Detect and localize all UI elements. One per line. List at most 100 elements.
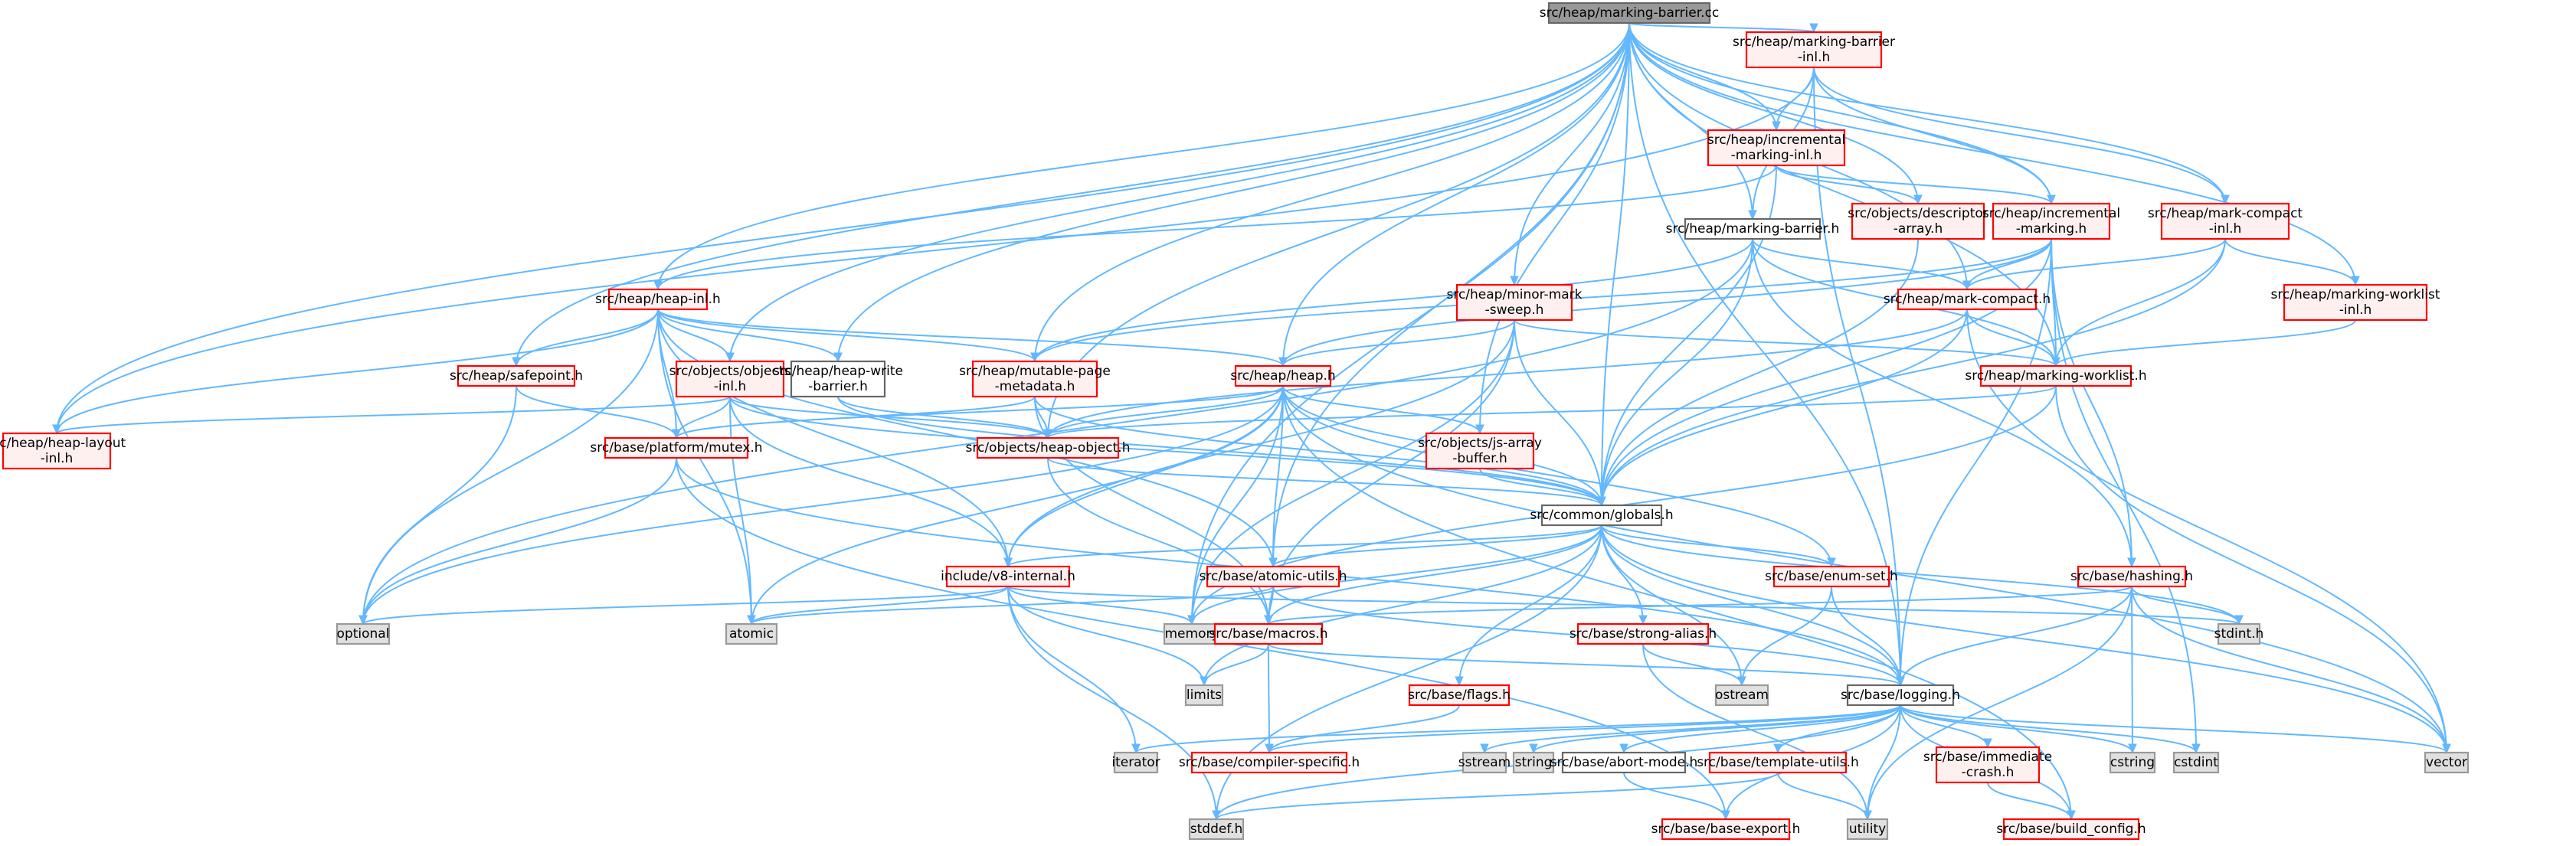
node-label: ostream: [1715, 688, 1769, 703]
node-mc-h[interactable]: src/heap/mark-compact.h: [1884, 288, 2051, 311]
node-mb-inl[interactable]: src/heap/marking-barrier-inl.h: [1733, 31, 1895, 69]
node-box: [1576, 622, 1710, 645]
edge-logging-to-string: [1533, 704, 1901, 753]
edge-minor-ms-to-v8-internal: [1007, 319, 1515, 567]
node-logging[interactable]: src/base/logging.h: [1841, 684, 1960, 707]
node-label: limits: [1187, 688, 1222, 703]
edge-arrowhead: [1896, 676, 1905, 687]
node-v8-internal[interactable]: include/v8-internal.h: [941, 565, 1075, 588]
edge-hashing-to-macros: [1268, 586, 2132, 625]
node-enum-set[interactable]: src/base/enum-set.h: [1765, 565, 1898, 588]
node-cstring[interactable]: cstring: [2109, 751, 2156, 774]
edge-globals-to-atomic-utils: [1272, 524, 1602, 567]
edge-arrowhead: [1480, 743, 1489, 754]
node-label: src/heap/marking-worklist: [2270, 287, 2440, 302]
node-atomic[interactable]: atomic: [725, 622, 778, 645]
node-label: src/heap/minor-mark: [1446, 287, 1582, 302]
edge-globals-to-macros: [1268, 524, 1602, 625]
node-stdint[interactable]: stdint.h: [2214, 622, 2264, 645]
edge-safepoint-to-optional: [362, 385, 517, 625]
node-inc-inl[interactable]: src/heap/incremental-marking-inl.h: [1707, 129, 1845, 167]
node-immediate-crash[interactable]: src/base/immediate-crash.h: [1923, 746, 2052, 784]
edge-arrowhead: [1278, 357, 1288, 367]
node-js-arr[interactable]: src/objects/js-array-buffer.h: [1418, 432, 1542, 470]
node-atomic-utils[interactable]: src/base/atomic-utils.h: [1200, 565, 1347, 588]
node-label: -sweep.h: [1485, 302, 1544, 318]
edge-arrowhead: [1748, 210, 1757, 220]
edge-write-barrier-to-heap-obj: [837, 396, 1049, 439]
node-box: [1708, 751, 1848, 774]
node-safepoint[interactable]: src/heap/safepoint.h: [450, 364, 583, 387]
node-write-barrier[interactable]: src/heap/heap-write-barrier.h: [773, 360, 903, 398]
node-heap-inl[interactable]: src/heap/heap-inl.h: [595, 288, 721, 311]
edge-hashing-to-stdint: [2131, 586, 2240, 625]
node-heap-obj[interactable]: src/objects/heap-object.h: [966, 436, 1131, 459]
edge-atomic-utils-to-atomic: [751, 586, 1274, 625]
node-limits[interactable]: limits: [1184, 684, 1224, 707]
edge-arrowhead: [1773, 743, 1782, 754]
node-sstream[interactable]: sstream: [1458, 751, 1511, 774]
edge-logging-to-utility: [1867, 704, 1901, 820]
node-flags[interactable]: src/base/flags.h: [1408, 684, 1511, 707]
edge-logging-to-immediate-crash: [1900, 704, 1988, 748]
node-iterator[interactable]: iterator: [1111, 751, 1160, 774]
node-cstdint[interactable]: cstdint: [2172, 751, 2220, 774]
node-mc-inl[interactable]: src/heap/mark-compact-inl.h: [2148, 202, 2303, 240]
node-mutable-page[interactable]: src/heap/mutable-page-metadata.h: [959, 360, 1111, 398]
node-mwl-h[interactable]: src/heap/marking-worklist.h: [1965, 364, 2147, 387]
node-box: [1661, 818, 1791, 841]
node-optional[interactable]: optional: [336, 622, 391, 645]
node-stddef[interactable]: stddef.h: [1188, 818, 1245, 841]
node-globals[interactable]: src/common/globals.h: [1530, 504, 1674, 527]
node-abort-mode[interactable]: src/base/abort-mode.h: [1550, 751, 1698, 774]
node-macros[interactable]: src/base/macros.h: [1209, 622, 1328, 645]
node-ostream[interactable]: ostream: [1714, 684, 1769, 707]
edge-arrowhead: [1003, 557, 1013, 568]
node-compiler-spec[interactable]: src/base/compiler-specific.h: [1179, 751, 1360, 774]
node-heap-layout[interactable]: src/heap/heap-layout-inl.h: [0, 432, 126, 470]
node-string[interactable]: string: [1512, 751, 1555, 774]
edge-mc-inl-to-mwl-h: [2055, 238, 2226, 367]
node-root[interactable]: src/heap/marking-barrier.cc: [1540, 2, 1720, 24]
node-base-export[interactable]: src/base/base-export.h: [1651, 818, 1801, 841]
node-mutex[interactable]: src/base/platform/mutex.h: [590, 436, 763, 459]
node-inc-mark[interactable]: src/heap/incremental-marking.h: [1982, 202, 2120, 240]
node-mb-h[interactable]: src/heap/marking-barrier.h: [1666, 217, 1840, 240]
node-build-config[interactable]: src/base/build_config.h: [1996, 818, 2146, 841]
edge-logging-to-abort-mode: [1623, 704, 1901, 753]
edge-arrowhead: [1510, 276, 1519, 286]
node-heap-h[interactable]: src/heap/heap.h: [1230, 364, 1336, 387]
node-template-utils[interactable]: src/base/template-utils.h: [1697, 751, 1859, 774]
edge-v8-internal-to-optional: [362, 586, 1009, 625]
node-hashing[interactable]: src/base/hashing.h: [2070, 565, 2193, 588]
node-box: [1213, 622, 1324, 645]
node-label: vector: [2426, 755, 2467, 770]
node-obj-inl[interactable]: src/objects/objects-inl.h: [669, 360, 791, 398]
node-minor-ms[interactable]: src/heap/minor-mark-sweep.h: [1446, 283, 1583, 322]
node-utility[interactable]: utility: [1846, 818, 1889, 841]
node-desc-arr[interactable]: src/objects/descriptor-array.h: [1848, 202, 1988, 240]
node-label: src/heap/safepoint.h: [450, 368, 583, 384]
edge-arrowhead: [1619, 743, 1628, 754]
node-label: src/base/logging.h: [1841, 688, 1960, 703]
edge-mb-h-to-mc-h: [1752, 238, 1968, 290]
node-vector[interactable]: vector: [2424, 751, 2470, 774]
node-box: [1188, 818, 1245, 841]
node-label: optional: [337, 626, 390, 642]
node-strong-alias[interactable]: src/base/strong-alias.h: [1569, 622, 1717, 645]
edge-inc-mark-to-logging: [1900, 238, 2052, 686]
edge-heap-inl-to-write-barrier: [657, 309, 839, 362]
node-box: [1851, 202, 1985, 240]
edge-globals-to-logging: [1601, 524, 1901, 686]
node-label: src/common/globals.h: [1530, 508, 1673, 523]
node-mwl-inl[interactable]: src/heap/marking-worklist-inl.h: [2270, 283, 2440, 322]
node-box: [1461, 751, 1507, 774]
edge-inc-mark-to-hashing: [2051, 238, 2132, 567]
node-label: -inl.h: [2209, 221, 2242, 237]
edge-arrowhead: [1638, 615, 1648, 626]
node-label: cstdint: [2174, 755, 2218, 770]
edge-heap-h-to-heap-obj: [1047, 385, 1284, 439]
edge-heap-h-to-enum-set: [1282, 385, 1832, 567]
edge-logging-to-cstdint: [1900, 704, 2197, 753]
edge-heap-h-to-atomic-utils: [1272, 385, 1284, 567]
